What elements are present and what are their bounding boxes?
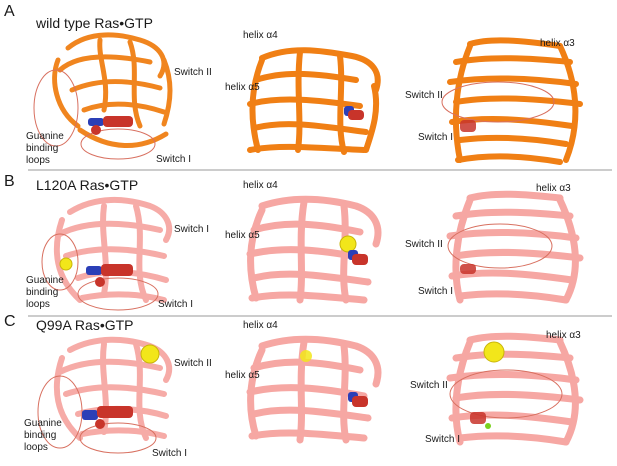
gtp-ligand [460,264,476,274]
protein-ensemble [446,332,584,446]
mutation-site [339,235,357,253]
label-switch-two: Switch II [405,90,443,101]
panel-b: B L120A Ras•GTP Switch I Guanine binding… [4,173,584,311]
gtp-ligand [460,120,476,132]
panel-letter: B [4,173,15,190]
protein-ensemble [246,195,382,304]
label-switch-two: Switch II [410,380,448,391]
protein-ensemble [52,32,173,148]
label-guanine-1: Guanine [26,131,64,142]
label-switch-two: Switch II [405,239,443,250]
mutation-site [59,257,73,271]
label-guanine-2: binding [26,287,58,298]
gtp-ligand [348,250,368,265]
label-helix-a4: helix α4 [243,180,278,191]
switch-one-ring [77,277,159,311]
mutation-site [140,344,160,364]
label-helix-a4: helix α4 [243,320,278,331]
label-switch-one: Switch I [158,299,193,310]
protein-ensemble [447,37,583,165]
mutation-site [483,341,505,363]
switch-one-ring [79,422,157,454]
label-guanine-2: binding [26,143,58,154]
panel-c: C Q99A Ras•GTP Switch II Guanine binding… [4,313,584,459]
label-helix-a3: helix α3 [536,183,571,194]
label-switch-two: Switch II [174,67,212,78]
label-helix-a3: helix α3 [546,330,581,341]
gtp-ligand [82,406,133,429]
panel-title: Q99A Ras•GTP [36,317,134,333]
protein-ensemble [247,47,381,155]
label-guanine-1: Guanine [26,275,64,286]
switch-two-ring [441,81,555,123]
protein-ensemble [246,335,382,444]
label-switch-one-top: Switch I [174,224,209,235]
label-guanine-3: loops [26,155,50,166]
label-guanine-3: loops [24,442,48,453]
switch-two-ring [449,369,563,419]
gtp-ligand [470,412,491,429]
guanine-loops-ring [41,233,79,291]
guanine-loops-ring [37,375,83,449]
panel-letter: C [4,313,16,330]
label-switch-one: Switch I [425,434,460,445]
label-guanine-2: binding [24,430,56,441]
protein-ensemble [53,197,173,303]
panel-title: wild type Ras•GTP [35,15,153,31]
label-helix-a5: helix α5 [225,370,260,381]
gtp-ligand [344,106,364,120]
panel-letter: A [4,3,15,20]
label-switch-one: Switch I [418,286,453,297]
gtp-ligand [348,392,368,407]
switch-one-ring [80,128,156,160]
label-switch-one: Switch I [418,132,453,143]
label-switch-one: Switch I [152,448,187,459]
label-switch-two: Switch II [174,358,212,369]
label-helix-a5: helix α5 [225,82,260,93]
panel-title: L120A Ras•GTP [36,177,138,193]
guanine-loops-ring [33,69,79,147]
switch-two-ring [447,223,553,269]
mutation-site [300,350,312,362]
label-guanine-3: loops [26,299,50,310]
gtp-ligand [88,116,133,135]
label-helix-a4: helix α4 [243,30,278,41]
label-helix-a3: helix α3 [540,38,575,49]
panel-a: A wild type Ras•GTP Switch II Guanine bi… [4,3,583,166]
gtp-ligand [86,264,133,287]
protein-ensemble [446,190,584,304]
label-helix-a5: helix α5 [225,230,260,241]
label-switch-one: Switch I [156,154,191,165]
label-guanine-1: Guanine [24,418,62,429]
